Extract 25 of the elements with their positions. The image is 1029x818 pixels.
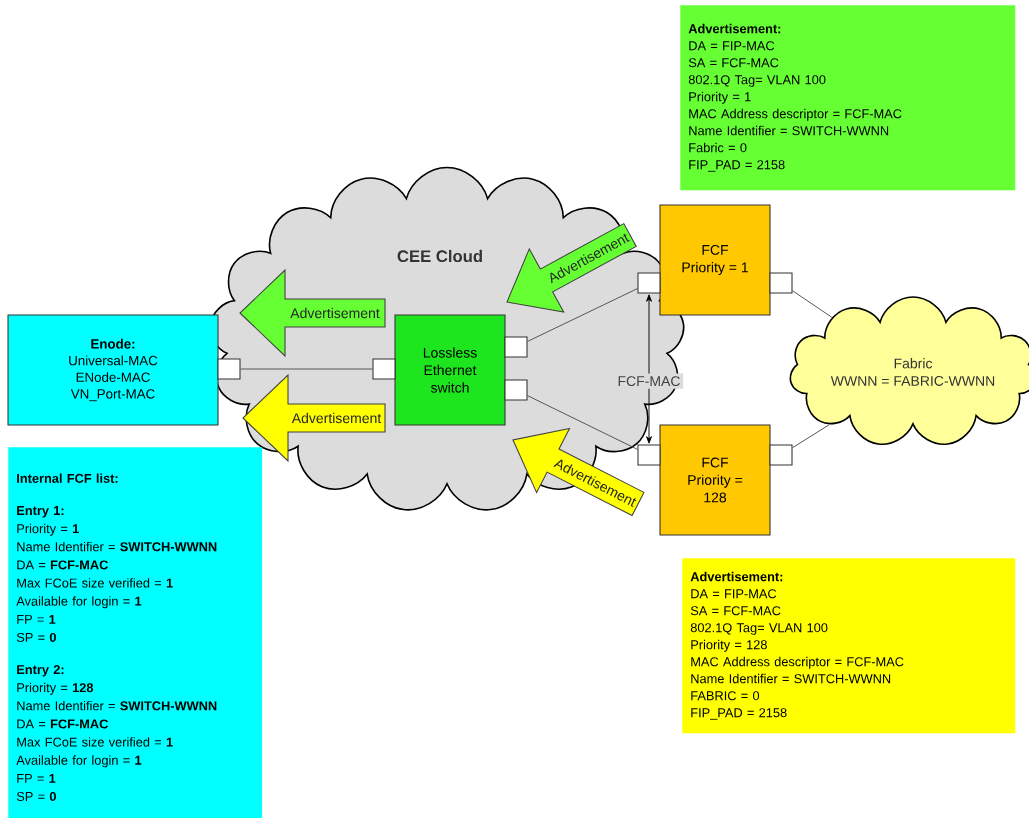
process-box: FCF Priority = 128 xyxy=(659,424,771,536)
port-box xyxy=(372,358,396,380)
edge-label: Advertisement xyxy=(291,412,382,424)
connector xyxy=(527,395,638,450)
cloud: Fabric WWNN = FABRIC-WWNN xyxy=(789,296,1029,445)
edge-label: FCF-MAC xyxy=(614,373,684,389)
process-box: Lossless Ethernet switch xyxy=(394,314,506,426)
port-box xyxy=(637,444,661,466)
process-box: FCF Priority = 1 xyxy=(659,204,771,316)
info-panel: Internal FCF list: Entry 1: Priority = 1 Name Identifier = SWITCH-WWNN DA = FCF-MAC Max FCoE size verified = 1 Available for login = 1 FP = 1 SP = 0 Entry 2: Priority = 128 Name Identifier = SWITCH-WWNN DA = FCF-MAC Max FCoE size verified = 1 Available for login = 1 FP = 1 SP = 0 xyxy=(8,447,263,818)
port-box xyxy=(217,358,241,380)
port-box xyxy=(504,379,528,401)
connector xyxy=(792,290,833,318)
info-panel: Advertisement: DA = FIP-MAC SA = FCF-MAC 802.1Q Tag= VLAN 100 Priority = 128 MAC Address descriptor = FCF-MAC Name Identifier = SWITCH-WWNN FABRIC = 0 FIP_PAD = 2158 xyxy=(682,558,1016,734)
connector xyxy=(646,294,652,444)
port-box xyxy=(769,272,793,294)
port-box xyxy=(504,336,528,358)
port-box xyxy=(637,272,661,294)
port-box xyxy=(769,444,793,466)
connector xyxy=(240,368,373,370)
edge-label: Advertisement xyxy=(289,307,381,319)
info-panel: Advertisement: DA = FIP-MAC SA = FCF-MAC 802.1Q Tag= VLAN 100 Priority = 1 MAC Address descriptor = FCF-MAC Name Identifier = SWITCH-WWNN Fabric = 0 FIP_PAD = 2158 xyxy=(680,5,1016,191)
connector xyxy=(527,288,638,342)
connector xyxy=(792,424,830,449)
process-box: Enode: Universal-MAC ENode-MAC VN_Port-MAC xyxy=(7,314,219,426)
